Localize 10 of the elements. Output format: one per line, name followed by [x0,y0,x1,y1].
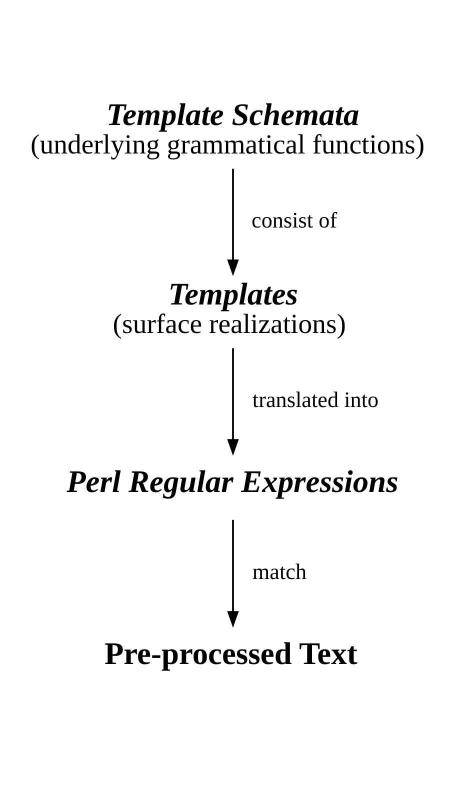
arrow [227,168,239,276]
arrow [227,519,239,628]
edge-label: consist of [251,207,338,232]
edge-label: match [252,558,307,584]
node-text: Templates (surface realizations) [112,276,346,338]
node-text: Perl Regular Expressions [66,464,398,499]
arrow [227,348,239,456]
edge-label: translated into [252,386,379,412]
node-text: Pre-processed Text [104,636,358,671]
node-text: Template Schemata (underlying grammatical functions) [30,96,425,160]
